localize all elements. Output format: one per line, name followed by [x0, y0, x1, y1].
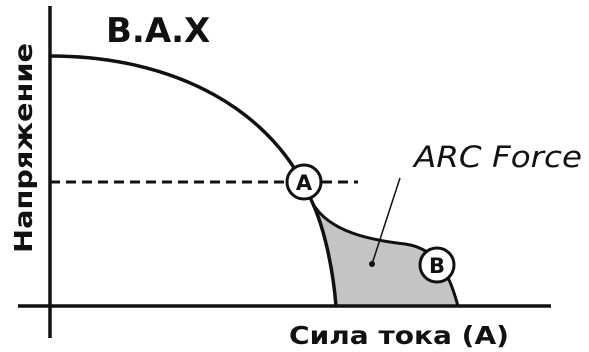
y-axis-label: Напряжение: [9, 43, 38, 253]
annotation-leader-dot: [369, 261, 375, 267]
marker-a: [285, 163, 323, 201]
marker-b: [418, 246, 456, 284]
marker-a-label: A: [296, 171, 313, 195]
arc-force-curve: [311, 203, 460, 307]
chart-title: В.А.Х: [106, 11, 210, 51]
vac-curve: [48, 54, 338, 308]
marker-b-label: B: [429, 254, 445, 278]
arc-force-region: [313, 204, 458, 306]
x-axis-label: Сила тока (А): [289, 321, 509, 350]
annotation-leader-line: [371, 177, 401, 265]
arc-force-label: ARC Force: [412, 140, 582, 174]
